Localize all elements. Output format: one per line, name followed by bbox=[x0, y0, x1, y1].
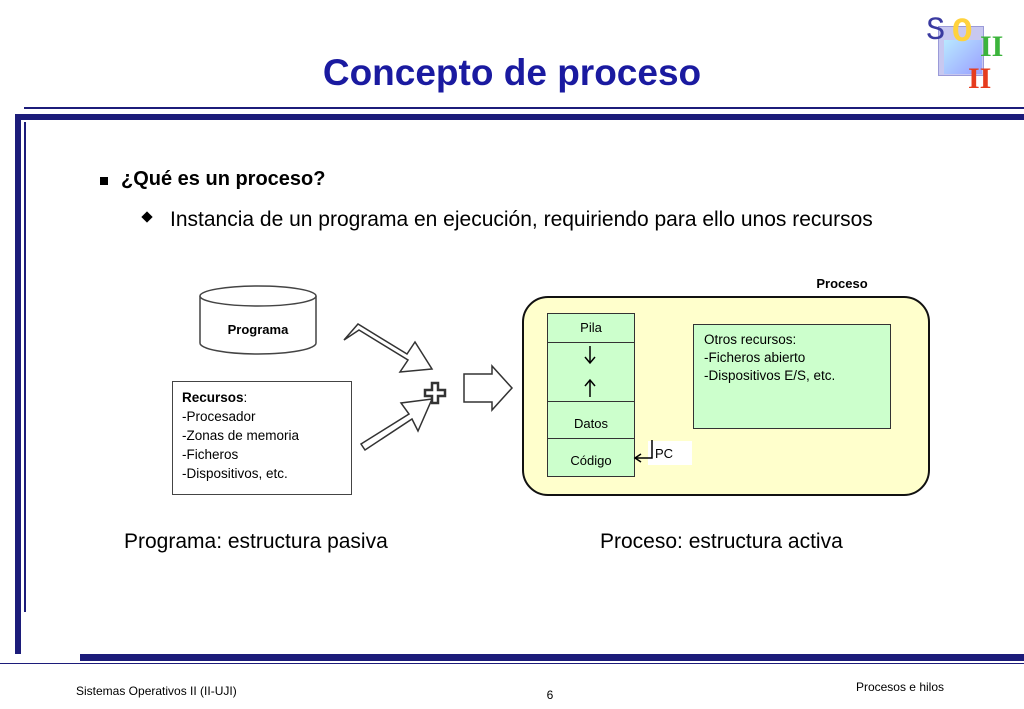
stack-cell-codigo: Código bbox=[548, 439, 634, 476]
otros-item: -Dispositivos E/S, etc. bbox=[704, 368, 836, 383]
recursos-item: -Dispositivos, etc. bbox=[182, 466, 288, 481]
arrows-layer bbox=[343, 323, 514, 452]
otros-item: -Ficheros abierto bbox=[704, 350, 806, 365]
top-rule bbox=[24, 107, 1024, 109]
bottom-rule-thin bbox=[0, 663, 1024, 664]
caption-programa: Programa: estructura pasiva bbox=[124, 530, 388, 553]
stack-cell-pila: Pila bbox=[548, 314, 634, 343]
footer-left: Sistemas Operativos II (II-UJI) bbox=[76, 684, 237, 698]
datos-label: Datos bbox=[574, 416, 608, 431]
recursos-item: -Zonas de memoria bbox=[182, 428, 300, 443]
recursos-item: -Procesador bbox=[182, 409, 256, 424]
left-rule bbox=[15, 114, 21, 654]
left-rule-thin bbox=[24, 122, 26, 612]
arrow-down-icon bbox=[584, 346, 596, 365]
diamond-bullet-icon bbox=[141, 211, 153, 223]
bottom-rule-thick bbox=[80, 654, 1024, 661]
arrow-down-right-icon bbox=[343, 323, 434, 373]
stack-arrows bbox=[584, 346, 596, 397]
recursos-box: Recursos: -Procesador -Zonas de memoria … bbox=[172, 381, 352, 495]
stack-cell-free bbox=[548, 343, 634, 402]
arrow-right-icon bbox=[463, 364, 514, 412]
top-rule-thick bbox=[15, 114, 1024, 120]
arrow-up-right-icon bbox=[359, 398, 434, 452]
logo-ii-bottom: II bbox=[968, 62, 992, 95]
page-title: Concepto de proceso bbox=[322, 52, 702, 93]
footer-right: Procesos e hilos bbox=[855, 680, 944, 694]
footer-page-number: 6 bbox=[546, 688, 554, 702]
arrow-left-icon bbox=[636, 440, 653, 459]
pc-box bbox=[648, 441, 692, 465]
bullet-answer: Instancia de un programa en ejecución, r… bbox=[170, 208, 873, 231]
bullet-question: ¿Qué es un proceso? bbox=[121, 168, 326, 190]
otros-heading: Otros recursos: bbox=[704, 332, 797, 347]
pc-arrow bbox=[633, 440, 653, 463]
logo-letter-o: O bbox=[952, 14, 973, 52]
logo-ii-top: II bbox=[980, 30, 1004, 63]
logo: S O II II bbox=[920, 10, 1024, 105]
recursos-heading-colon: : bbox=[243, 390, 248, 405]
proceso-label: Proceso bbox=[816, 276, 868, 291]
memory-stack: Pila Datos Código bbox=[547, 313, 635, 477]
logo-letter-s: S bbox=[926, 12, 946, 49]
logo-square-front bbox=[944, 40, 982, 74]
recursos-item: -Ficheros bbox=[182, 447, 239, 462]
plus-icon bbox=[423, 381, 447, 405]
caption-proceso: Proceso: estructura activa bbox=[600, 530, 843, 553]
programa-cylinder bbox=[199, 285, 317, 355]
programa-label: Programa bbox=[227, 322, 289, 337]
arrow-up-icon bbox=[584, 378, 596, 397]
bullet-square bbox=[100, 177, 108, 185]
pc-label: PC bbox=[655, 446, 674, 461]
codigo-label: Código bbox=[570, 453, 612, 468]
pila-label: Pila bbox=[580, 320, 602, 335]
otros-recursos-box: Otros recursos: -Ficheros abierto -Dispo… bbox=[693, 324, 891, 429]
stack-cell-datos: Datos bbox=[548, 402, 634, 439]
recursos-heading: Recursos bbox=[182, 390, 244, 405]
